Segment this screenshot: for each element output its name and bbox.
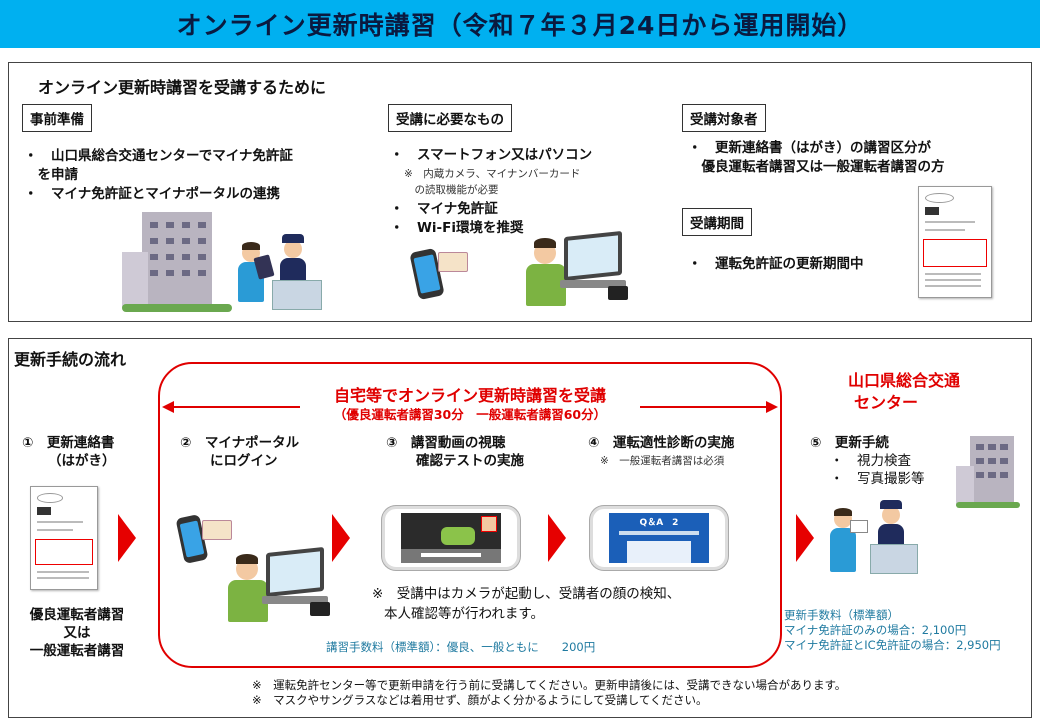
target-label: 受講対象者 xyxy=(682,104,766,132)
course-class-text: 優良運転者講習 又は 一般運転者講習 xyxy=(29,607,125,659)
postcard-illustration xyxy=(30,486,98,590)
counter-illustration xyxy=(232,232,322,312)
title-bar xyxy=(0,0,1040,48)
prep-item: を申請 xyxy=(24,167,78,183)
needs-note: ※ 内蔵カメラ、マイナンバーカード xyxy=(404,168,581,180)
renewal-fee: 更新手数料（標準額） マイナ免許証のみの場合：2,100円 マイナ免許証とIC免… xyxy=(784,608,1001,652)
step-2: ② マイナポータル にログイン xyxy=(180,435,300,469)
online-course-duration: （優良運転者講習30分 一般運転者講習60分） xyxy=(333,407,607,422)
lecture-video-tablet xyxy=(382,506,520,570)
flow-arrow-icon xyxy=(118,514,136,562)
target-item: 優良運転者講習又は一般運転者講習の方 xyxy=(688,159,945,175)
step-1: ① 更新連絡書 （はがき） xyxy=(22,435,116,469)
step-4-note: ※ 一般運転者講習は必須 xyxy=(600,455,725,467)
building-illustration xyxy=(122,212,232,312)
needs-item: ・ Wi-Fi環境を推奨 xyxy=(390,220,524,236)
page-title: オンライン更新時講習（令和７年３月24日から運用開始） xyxy=(176,11,864,40)
camera-note: ※ 受講中はカメラが起動し、受講者の顔の検知、 本人確認等が行われます。 xyxy=(372,586,681,622)
needs-label: 受講に必要なもの xyxy=(388,104,512,132)
period-label: 受講期間 xyxy=(682,208,752,236)
needs-item: ・ スマートフォン又はパソコン xyxy=(390,147,593,163)
requirements-heading: オンライン更新時講習を受講するために xyxy=(38,78,327,97)
needs-note: の読取機能が必要 xyxy=(404,184,499,196)
target-item: ・ 更新連絡書（はがき）の講習区分が xyxy=(688,140,931,156)
step-5-subitems: ・ 視力検査 ・ 写真撮影等 xyxy=(830,453,925,487)
flow-arrow-icon xyxy=(548,514,566,562)
period-item: ・ 運転免許証の更新期間中 xyxy=(688,256,864,272)
pc-user-illustration xyxy=(222,542,332,626)
step-3: ③ 講習動画の視聴 確認テストの実施 xyxy=(386,435,524,469)
center-title: 山口県総合交通 センター xyxy=(848,371,961,412)
pc-user-illustration xyxy=(520,226,630,310)
course-fee: 講習手数料（標準額）：優良、一般ともに 200円 xyxy=(326,640,596,654)
flow-heading: 更新手続の流れ xyxy=(14,350,127,369)
online-span-arrow xyxy=(162,401,778,413)
prep-item: ・ 山口県総合交通センターでマイナ免許証 xyxy=(24,148,293,164)
needs-item: ・ マイナ免許証 xyxy=(390,201,498,217)
postcard-illustration xyxy=(918,186,992,298)
step-4: ④ 運転適性診断の実施 xyxy=(588,435,735,451)
flow-arrow-icon xyxy=(796,514,814,562)
prep-item: ・ マイナ免許証とマイナポータルの連携 xyxy=(24,186,280,202)
smartphone-card-illustration xyxy=(409,240,470,302)
aptitude-test-tablet: Q＆A 2 xyxy=(590,506,728,570)
prep-label: 事前準備 xyxy=(22,104,92,132)
online-course-group xyxy=(158,362,782,668)
online-course-title: 自宅等でオンライン更新時講習を受講 xyxy=(333,386,606,405)
smartphone-card-illustration xyxy=(175,508,236,570)
building-illustration xyxy=(956,436,1020,510)
step-5: ⑤ 更新手続 xyxy=(810,435,889,451)
counter-illustration xyxy=(828,498,918,578)
flow-arrow-icon xyxy=(332,514,350,562)
footnotes: ※ 運転免許センター等で更新申請を行う前に受講してください。更新申請後には、受講… xyxy=(252,678,847,707)
